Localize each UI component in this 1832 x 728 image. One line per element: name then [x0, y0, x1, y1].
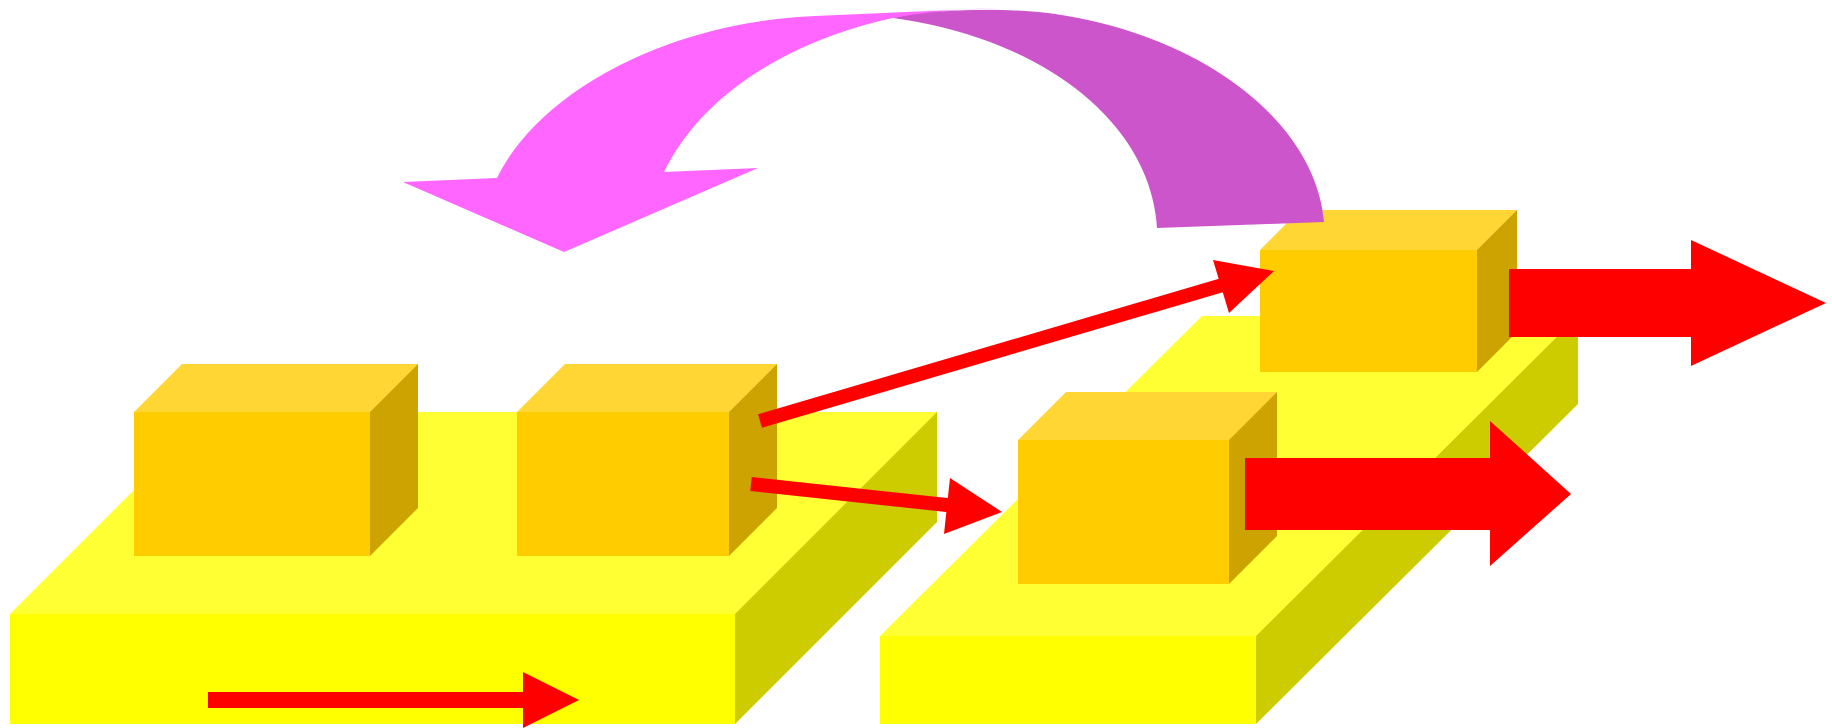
arrow-to-right-upper-box-head [1213, 260, 1274, 313]
box-right-upper-side [1477, 210, 1517, 372]
box-left-1-front [134, 412, 370, 556]
conveyor-direction-arrow-shaft [208, 692, 528, 708]
arrow-to-right-lower-box-head [944, 478, 1002, 534]
conveyor-direction-arrow [208, 672, 579, 728]
box-right-lower-top [1018, 392, 1277, 440]
return-curved-arrow-tail [893, 9, 1324, 229]
box-right-upper [1260, 210, 1517, 372]
box-left-1-side [370, 364, 418, 556]
conveyor-direction-arrow-head [523, 672, 579, 728]
return-curved-arrow [403, 8, 1324, 252]
box-left-2-side [729, 364, 777, 556]
arrow-to-right-lower-box-shaft [750, 477, 957, 513]
box-left-2 [517, 364, 777, 556]
return-curved-arrow-head [403, 8, 1000, 252]
arrow-to-right-upper-box-shaft [758, 277, 1228, 428]
output-arrow-lower [1245, 421, 1571, 566]
box-left-1-top [134, 364, 418, 412]
box-right-lower [1018, 392, 1277, 584]
box-left-2-top [517, 364, 777, 412]
arrow-to-right-lower-box [750, 477, 1002, 534]
platform-left-side [735, 412, 937, 724]
box-right-upper-top [1260, 210, 1517, 250]
platform-right-front [880, 636, 1256, 724]
box-right-upper-front [1260, 250, 1477, 372]
output-arrow-upper [1509, 240, 1826, 366]
box-right-lower-front [1018, 440, 1229, 584]
box-left-2-front [517, 412, 729, 556]
box-left-1 [134, 364, 418, 556]
arrow-to-right-upper-box [758, 260, 1274, 428]
